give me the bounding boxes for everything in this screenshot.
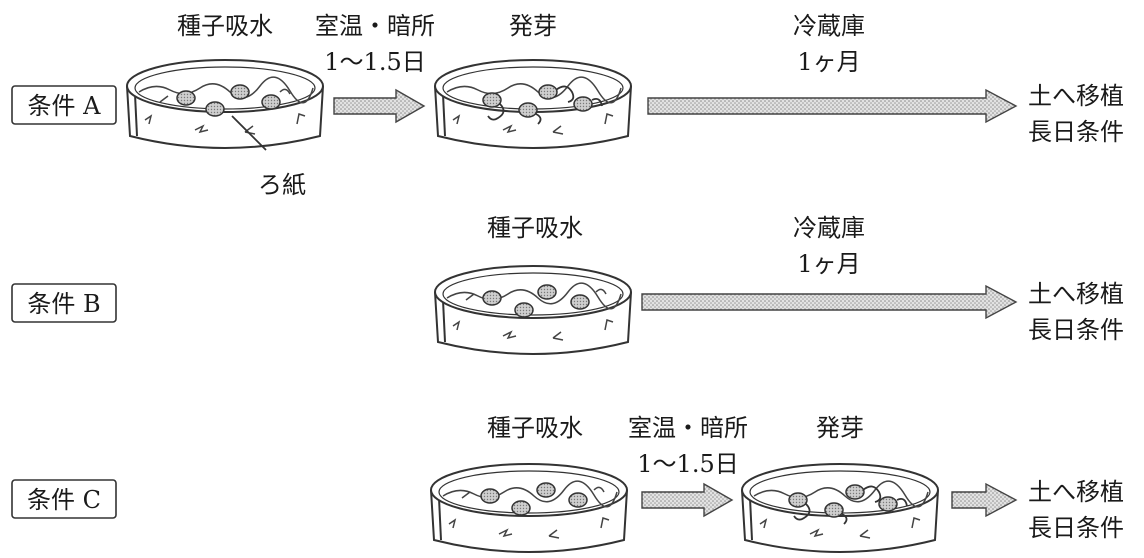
b-refrigerator-label: 冷蔵庫	[793, 214, 865, 242]
b-long-day-label: 長日条件	[1028, 316, 1124, 344]
condition-c-label: 条件 C	[27, 486, 101, 514]
dish-a-imbibition	[126, 59, 324, 149]
c-room-temp-label: 室温・暗所	[628, 414, 748, 442]
b-arrow	[641, 284, 1018, 320]
dish-c-germination	[741, 463, 939, 553]
dish-a-germination	[434, 59, 632, 149]
c-germination-label: 発芽	[816, 414, 864, 442]
a-arrow-2	[647, 88, 1018, 124]
b-one-month-label: 1ヶ月	[797, 250, 860, 278]
filter-paper-pointer	[231, 115, 267, 151]
dish-b-imbibition	[434, 265, 632, 355]
dish-c-imbibition	[430, 463, 628, 553]
b-imbibition-label: 種子吸水	[487, 214, 583, 242]
a-long-day-label: 長日条件	[1028, 118, 1124, 146]
c-duration-label: 1～1.5日	[637, 450, 738, 478]
a-refrigerator-label: 冷蔵庫	[793, 12, 865, 40]
a-duration-label: 1～1.5日	[324, 48, 425, 76]
a-imbibition-label: 種子吸水	[177, 12, 273, 40]
condition-a-label: 条件 A	[28, 92, 102, 120]
a-germination-label: 発芽	[509, 12, 557, 40]
a-room-temp-label: 室温・暗所	[315, 12, 435, 40]
a-transplant-label: 土へ移植	[1028, 82, 1124, 110]
condition-b-box: 条件 B	[11, 283, 117, 323]
c-transplant-label: 土へ移植	[1028, 478, 1124, 506]
c-imbibition-label: 種子吸水	[487, 414, 583, 442]
a-one-month-label: 1ヶ月	[797, 48, 860, 76]
condition-b-label: 条件 B	[27, 290, 100, 318]
c-long-day-label: 長日条件	[1028, 514, 1124, 542]
c-arrow-1	[641, 482, 734, 518]
a-arrow-1	[333, 88, 426, 124]
filter-paper-label: ろ紙	[258, 171, 306, 199]
c-arrow-2	[951, 482, 1018, 518]
condition-a-box: 条件 A	[11, 85, 117, 125]
condition-c-box: 条件 C	[11, 479, 117, 519]
b-transplant-label: 土へ移植	[1028, 280, 1124, 308]
